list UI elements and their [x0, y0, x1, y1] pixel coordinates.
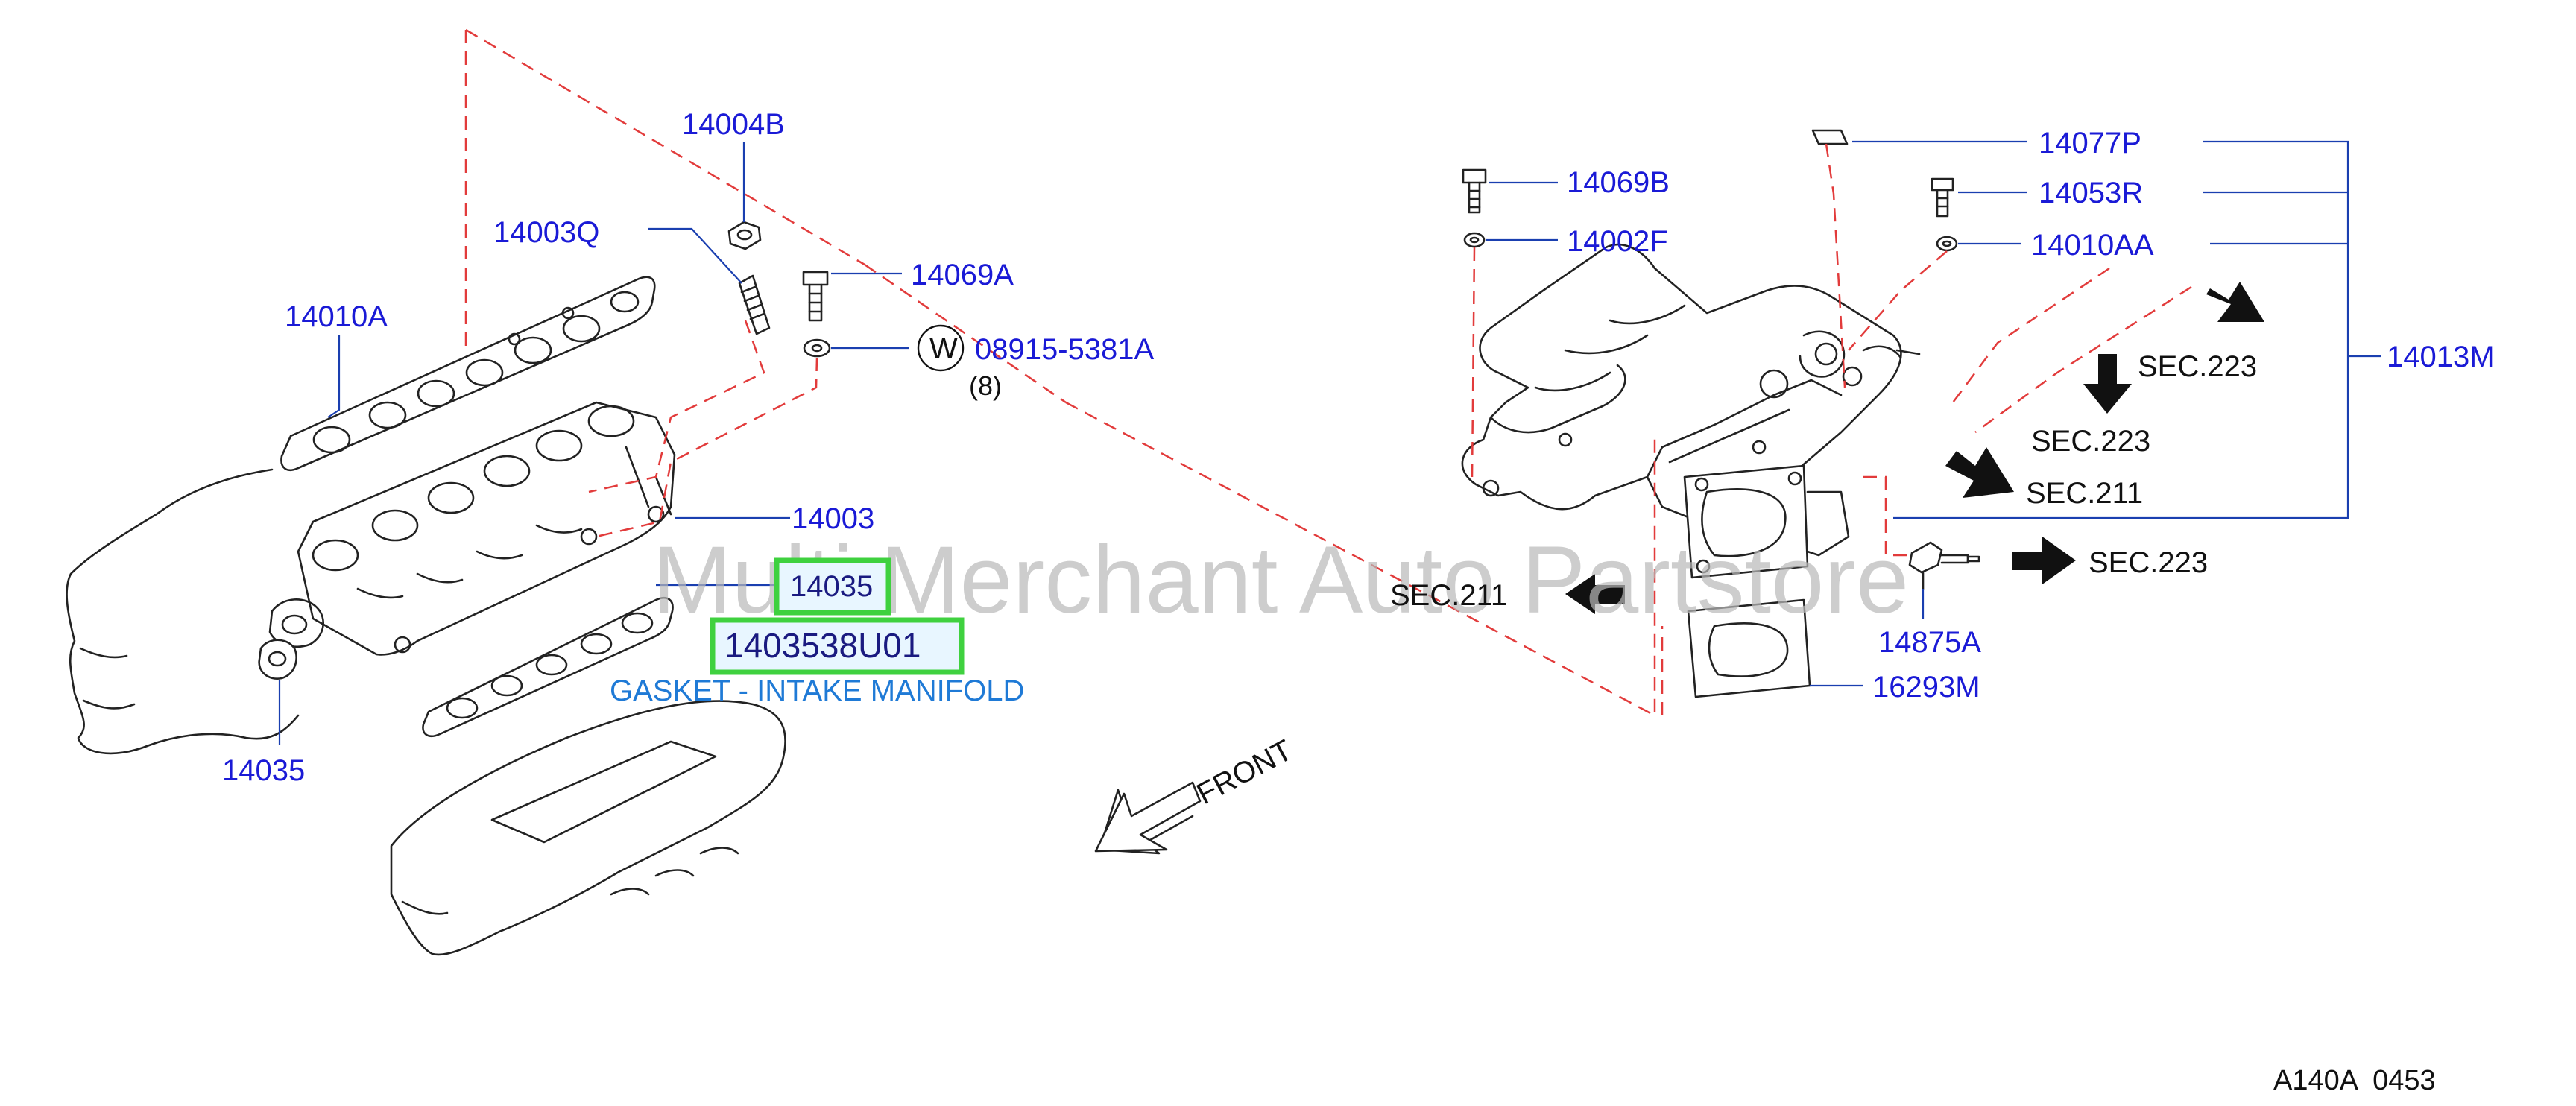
- bolt-14053r-drawing: [1931, 177, 1954, 218]
- highlight-box-part-number[interactable]: [710, 617, 965, 675]
- stud-14003q-drawing: [738, 274, 771, 335]
- label-14013m[interactable]: 14013M: [2387, 341, 2495, 373]
- label-14003[interactable]: 14003: [792, 502, 874, 535]
- highlight-bg-14035: [777, 560, 888, 613]
- washer-14002f-drawing: [1463, 232, 1486, 248]
- arrow-sec211-a-icon: [1945, 447, 2014, 498]
- svg-text:W: W: [929, 332, 958, 365]
- arrow-sec223-a-icon: [2206, 282, 2264, 322]
- label-sec223-c[interactable]: SEC.223: [2089, 546, 2208, 579]
- label-part-description: GASKET - INTAKE MANIFOLD: [610, 674, 1024, 707]
- label-14035[interactable]: 14035: [222, 754, 305, 787]
- valve-14875a-drawing: [1908, 541, 1980, 590]
- bolt-14069b-drawing: [1462, 168, 1487, 214]
- label-14010aa[interactable]: 14010AA: [2031, 229, 2154, 262]
- diagram-code: A140A 0453: [2273, 1065, 2436, 1096]
- label-14077p[interactable]: 14077P: [2039, 127, 2141, 159]
- nut-14004b-drawing: [727, 221, 762, 250]
- engine-block-drawing: [66, 468, 300, 755]
- arrow-sec223-c-icon: [2012, 537, 2076, 584]
- label-14035-highlighted[interactable]: 14035: [790, 570, 873, 603]
- label-16293m[interactable]: 16293M: [1872, 671, 1980, 704]
- label-08915-5381a[interactable]: 08915-5381A: [975, 333, 1155, 366]
- front-arrow-icon: [1094, 781, 1202, 855]
- label-14003q[interactable]: 14003Q: [493, 216, 599, 249]
- label-14004b[interactable]: 14004B: [682, 108, 785, 141]
- washer-14010aa-drawing: [1936, 236, 1958, 252]
- label-14002f[interactable]: 14002F: [1567, 225, 1668, 258]
- label-quantity: (8): [969, 370, 1002, 401]
- cylinder-head-drawing: [390, 700, 786, 956]
- bolt-14069a-drawing: [802, 271, 829, 322]
- washer-08915-drawing: [803, 338, 831, 358]
- label-14010a[interactable]: 14010A: [285, 300, 388, 333]
- lower-intake-manifold-drawing: [268, 401, 676, 656]
- label-14053r[interactable]: 14053R: [2039, 177, 2143, 209]
- arrow-sec211-b-icon: [1565, 574, 1625, 614]
- washer-symbol-w: W: [917, 324, 965, 372]
- leader-lines: [278, 140, 2381, 745]
- label-sec223-a[interactable]: SEC.223: [2138, 350, 2257, 383]
- highlight-box-14035[interactable]: [774, 557, 891, 616]
- guide-lines: [464, 28, 2192, 718]
- gasket-14035-drawing: [258, 596, 674, 738]
- label-14875a[interactable]: 14875A: [1878, 626, 1981, 659]
- label-sec223-b[interactable]: SEC.223: [2031, 425, 2150, 458]
- throttle-chamber-drawing: [1683, 464, 1850, 579]
- label-14069a[interactable]: 14069A: [911, 259, 1014, 291]
- label-sec211-a[interactable]: SEC.211: [2026, 477, 2143, 510]
- label-14069b[interactable]: 14069B: [1567, 166, 1670, 199]
- sec-arrows: [1565, 282, 2264, 614]
- gasket-14010a-drawing: [280, 276, 656, 471]
- plate-14077p-drawing: [1811, 129, 1849, 145]
- label-sec211-b[interactable]: SEC.211: [1390, 579, 1507, 612]
- label-part-number[interactable]: 1403538U01: [724, 626, 921, 665]
- arrow-sec223-b-icon: [2083, 354, 2132, 414]
- highlight-bg-part-number: [713, 620, 962, 672]
- upper-intake-collector-drawing: [1461, 243, 1921, 523]
- label-front: FRONT: [1192, 733, 1298, 811]
